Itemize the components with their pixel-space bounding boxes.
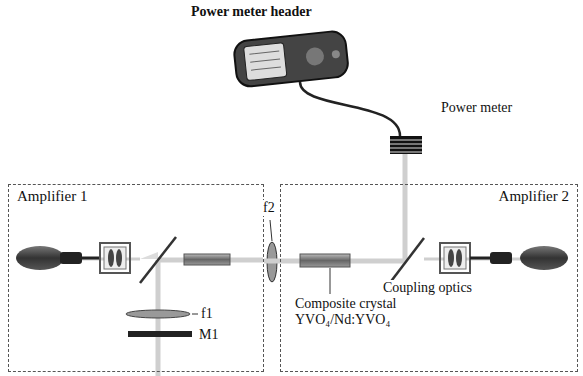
coupling-lens-2 [440, 243, 470, 273]
part-label: Coupling optics [382, 280, 473, 296]
part-label: Composite crystal YVO₄/Nd:YVO₄ [294, 296, 426, 328]
pump-diode-1 [16, 246, 100, 270]
part-label: Power meter [440, 100, 513, 116]
composite-crystal [300, 254, 350, 267]
laser-beam [60, 152, 520, 376]
leader-line [270, 220, 272, 241]
cable [300, 82, 400, 136]
lens-f1 [126, 310, 190, 318]
crystal-1 [184, 254, 230, 265]
power-meter-header-device [233, 30, 349, 87]
amplifier-box: Amplifier 1 [8, 184, 264, 372]
group-heading: Amplifier 2 [497, 188, 571, 205]
amplifier-box: Amplifier 2 [280, 184, 578, 372]
pump-diode-2 [470, 246, 568, 270]
part-label: f2 [262, 200, 276, 216]
beam-path [264, 259, 280, 264]
power-meter-detector [390, 136, 422, 154]
leader-line [330, 268, 331, 294]
group-heading: Amplifier 1 [15, 188, 89, 205]
part-label: M1 [198, 327, 219, 343]
part-label: f1 [200, 306, 214, 322]
part-label: Power meter header [190, 4, 313, 20]
dichroic-mirror-2 [389, 238, 424, 284]
dichroic-mirror-1 [140, 237, 176, 283]
mirror-m1 [128, 331, 192, 337]
leader-line [192, 314, 198, 315]
coupling-lens-1 [100, 243, 130, 273]
